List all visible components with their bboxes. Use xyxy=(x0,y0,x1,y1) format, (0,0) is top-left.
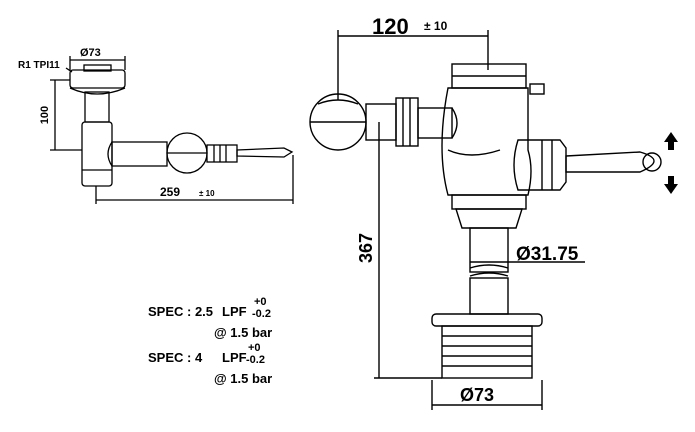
height-100-label: 100 xyxy=(39,106,51,124)
top-valve-neck xyxy=(206,144,238,163)
spec-2-tol-plus: +0 xyxy=(248,342,261,354)
spec-1-lpf: LPF xyxy=(222,304,247,319)
top-pipe xyxy=(111,141,168,167)
lower-taper xyxy=(455,208,523,229)
main-body xyxy=(441,87,532,196)
lever-knob xyxy=(642,152,662,172)
spec-1-pressure: @ 1.5 bar xyxy=(214,325,272,340)
spec-1-tol-minus: -0.2 xyxy=(252,308,271,320)
spec-2-tol-minus: -0.2 xyxy=(246,354,265,366)
spec-2-label: SPEC : 4 xyxy=(148,350,203,365)
thread-leader xyxy=(65,67,73,73)
vent-mark xyxy=(529,83,545,95)
top-handle xyxy=(236,147,294,158)
top-view xyxy=(50,56,294,204)
main-view xyxy=(309,30,662,410)
top-cap xyxy=(83,64,112,72)
arrow-down-icon xyxy=(664,176,678,194)
spec-1-label: SPEC : 2.5 xyxy=(148,304,213,319)
base-body xyxy=(441,325,533,379)
handle-housing xyxy=(513,139,567,191)
base-dia-label: Ø73 xyxy=(460,385,494,405)
spec-2-lpf: LPF xyxy=(222,350,247,365)
inlet-coupling xyxy=(417,107,453,139)
arrow-up-icon xyxy=(664,132,678,150)
vertical-pipe-lower xyxy=(469,277,509,315)
inlet-pipe xyxy=(365,103,397,141)
spec-2-pressure: @ 1.5 bar xyxy=(214,371,272,386)
pipe-join xyxy=(107,141,113,167)
thread-label: R1 TPI11 xyxy=(18,60,60,71)
height-367-label: 367 xyxy=(356,233,376,263)
length-259-tol: ± 10 xyxy=(199,189,215,198)
flange-curve xyxy=(69,87,126,95)
spec-block-1: SPEC : 2.5 LPF +0 -0.2 @ 1.5 bar xyxy=(148,296,272,340)
top-flange xyxy=(69,69,126,89)
lower-collar xyxy=(451,194,527,210)
vertical-pipe xyxy=(469,227,509,273)
lever-handle xyxy=(565,151,655,173)
spec-block-2: SPEC : 4 LPF +0 -0.2 @ 1.5 bar xyxy=(148,342,272,386)
spec-1-tol-plus: +0 xyxy=(254,296,267,308)
top-stem xyxy=(84,91,110,123)
width-120-label: 120 xyxy=(372,14,409,39)
length-259-label: 259 xyxy=(160,185,180,199)
top-dia-label: Ø73 xyxy=(80,47,101,59)
width-120-tol: ± 10 xyxy=(424,19,448,33)
pipe-dia-label: Ø31.75 xyxy=(516,244,579,265)
inlet-nut xyxy=(395,97,419,147)
base-rim xyxy=(431,313,543,327)
